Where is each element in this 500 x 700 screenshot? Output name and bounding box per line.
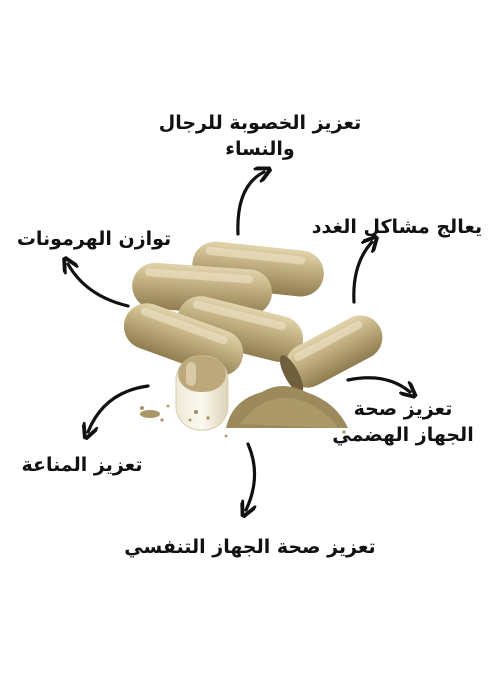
benefit-digestive-line1: تعزيز صحة: [353, 398, 453, 420]
curved-arrow-icon: [246, 442, 255, 510]
benefit-digestive-line2: الجهاز الهضمي: [332, 424, 474, 446]
benefit-fertility-line1: تعزيز الخصوبة للرجال: [158, 112, 362, 134]
benefit-respiratory-label: تعزيز صحة الجهاز التنفسي: [124, 536, 376, 558]
curved-arrow-icon: [346, 376, 410, 392]
benefit-digestive-label: تعزيز صحة الجهاز الهضمي: [328, 396, 478, 448]
benefit-glands-label: يعالج مشاكل الغدد: [311, 216, 483, 238]
benefit-hormones-label: توازن الهرمونات: [16, 228, 172, 250]
powder-pile-icon: [140, 386, 348, 438]
capsule-icon: [123, 241, 383, 431]
benefit-fertility-label: تعزيز الخصوبة للرجال والنساء: [150, 110, 370, 162]
curved-arrow-icon: [236, 172, 264, 236]
benefit-fertility-line2: والنساء: [225, 138, 295, 160]
benefit-immunity-label: تعزيز المناعة: [21, 454, 143, 476]
curved-arrow-icon: [352, 242, 372, 304]
curved-arrow-icon: [88, 384, 150, 432]
curved-arrow-icon: [68, 264, 130, 308]
